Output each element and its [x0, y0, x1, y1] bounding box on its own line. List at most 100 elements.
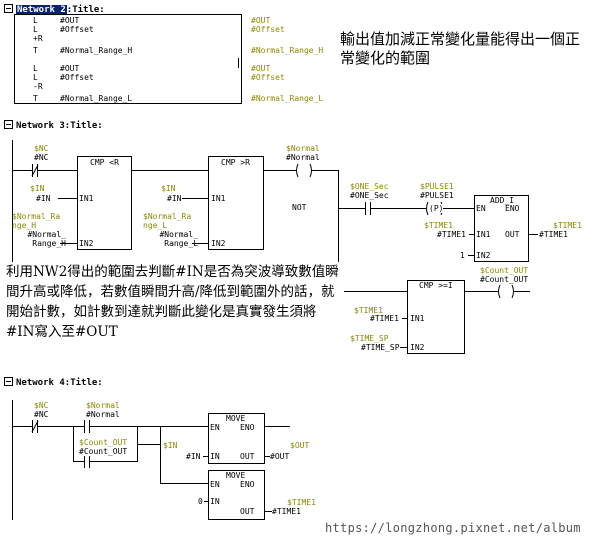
- cmp-lt-box: [77, 156, 132, 250]
- move2-title[interactable]: MOVE: [226, 471, 246, 480]
- normal-coil-label[interactable]: $Normal #Normal: [286, 144, 320, 162]
- cmp-gt-title[interactable]: CMP >R: [221, 158, 250, 167]
- network-4-title: Title:: [70, 378, 103, 388]
- network-4-label: Network 4: [16, 378, 65, 388]
- stl-op: L: [33, 25, 38, 34]
- count-out-symbol: $Count_OUT: [79, 438, 128, 447]
- cmp-gt-in2-address[interactable]: #Normal_ Range_L: [159, 230, 198, 248]
- stl-op: L: [33, 16, 38, 25]
- collapse-icon[interactable]: [4, 4, 13, 13]
- add-i-eno: ENO: [505, 204, 520, 213]
- cmp-gt-in2-pin: IN2: [211, 239, 226, 248]
- stl-symbol: #Offset: [251, 25, 285, 34]
- stl-operand[interactable]: #Offset: [60, 25, 94, 34]
- move1-title[interactable]: MOVE: [226, 414, 246, 423]
- pulse-mark: (P): [429, 204, 444, 213]
- network-2-label: Network 2: [16, 5, 67, 15]
- stl-op: T: [33, 94, 38, 103]
- network-2-header[interactable]: Network 2:Title:: [4, 3, 105, 15]
- pulse-address: #PULSE1: [420, 191, 454, 200]
- pulse-coil-label[interactable]: $PULSE1 #PULSE1: [420, 182, 454, 200]
- nc-contact-label[interactable]: $NC #NC: [34, 144, 48, 162]
- stl-operand[interactable]: #OUT: [60, 16, 80, 25]
- cmp-ge-title[interactable]: CMP >=I: [419, 281, 453, 290]
- collapse-icon[interactable]: [4, 377, 13, 386]
- network-2-annotation: 輸出值加減正常變化量能得出一個正常變化的範圍: [340, 30, 581, 67]
- cmp-ge-in1-pin: IN1: [410, 314, 425, 323]
- add-i-box: [474, 195, 529, 262]
- collapse-icon[interactable]: [4, 120, 13, 129]
- coil-left: [296, 163, 299, 178]
- move2-en: EN: [210, 480, 220, 489]
- normal-address: #Normal: [286, 153, 320, 162]
- move2-eno: ENO: [240, 480, 255, 489]
- nc-address: #NC: [34, 153, 49, 162]
- stl-operand-column: #OUT #Offset #Normal_Range_H #OUT #Offse…: [60, 16, 132, 103]
- nw4-normal-contact-label[interactable]: $Normal #Normal: [86, 401, 120, 419]
- nw4-nc-contact-label[interactable]: $NC #NC: [34, 401, 48, 419]
- move2-out-address[interactable]: #TIME1: [272, 507, 301, 516]
- count-out-coil-label[interactable]: $Count_OUT #Count_OUT: [480, 266, 528, 284]
- move1-eno: ENO: [240, 423, 255, 432]
- stl-op: L: [33, 64, 38, 73]
- add-i-title[interactable]: ADD_I: [490, 196, 515, 205]
- move2-out-symbol: $TIME1: [287, 498, 316, 507]
- network-4-header[interactable]: Network 4:Title:: [4, 376, 103, 388]
- normal-address: #Normal: [86, 410, 120, 419]
- stl-op: L: [33, 73, 38, 82]
- nw4-count-out-contact-label[interactable]: $Count_OUT #Count_OUT: [79, 438, 128, 456]
- count-out-address: #Count_OUT: [79, 447, 128, 456]
- stl-op: T: [33, 46, 38, 55]
- move2-in-pin: IN: [210, 497, 220, 506]
- cmp-gt-in1-symbol: $IN: [161, 184, 176, 193]
- move1-in-symbol: $IN: [163, 441, 178, 450]
- network-3-title: Title:: [70, 121, 103, 131]
- move1-in-address[interactable]: #IN: [186, 452, 201, 461]
- add-i-out-address[interactable]: #TIME1: [539, 230, 568, 239]
- normal-symbol: $Normal: [286, 144, 320, 153]
- add-i-out-symbol: $TIME1: [553, 221, 582, 230]
- stl-symbol: #Normal_Range_H: [251, 46, 324, 55]
- network-3-header[interactable]: Network 3:Title:: [4, 119, 103, 131]
- cmp-ge-in2-address[interactable]: #TIME_SP: [361, 343, 400, 352]
- add-i-in2-const[interactable]: 1: [460, 251, 465, 260]
- stl-symbol: #Normal_Range_L: [251, 94, 324, 103]
- cmp-ge-in1-address[interactable]: #TIME1: [370, 314, 399, 323]
- add-i-in1-pin: IN1: [476, 230, 491, 239]
- move1-in-pin: IN: [210, 452, 220, 461]
- cmp-lt-in1-symbol: $IN: [30, 184, 45, 193]
- stl-symbol: #Offset: [251, 73, 285, 82]
- one-sec-contact-label[interactable]: $ONE_Sec #ONE_Sec: [350, 182, 389, 200]
- count-out-symbol: $Count_OUT: [480, 266, 529, 275]
- stl-operand[interactable]: #Offset: [60, 73, 94, 82]
- cmp-gt-in1-address[interactable]: #IN: [167, 194, 182, 203]
- nc-slash: [31, 164, 39, 177]
- stl-op: +R: [33, 34, 43, 43]
- cmp-gt-box: [208, 156, 264, 250]
- not-contact[interactable]: NOT: [291, 203, 308, 212]
- move1-out-address[interactable]: #OUT: [270, 452, 290, 461]
- add-i-in2-pin: IN2: [476, 251, 491, 260]
- cmp-lt-in1-pin: IN1: [79, 194, 94, 203]
- cmp-ge-in1-symbol: $TIME1: [354, 306, 383, 315]
- one-sec-symbol: $ONE_Sec: [350, 182, 389, 191]
- cmp-lt-in1-address[interactable]: #IN: [36, 194, 51, 203]
- stl-operand[interactable]: #OUT: [60, 64, 80, 73]
- stl-symbol: #OUT: [251, 16, 271, 25]
- stl-operand[interactable]: #Normal_Range_L: [60, 94, 133, 103]
- stl-box: [14, 14, 242, 104]
- move2-in-const[interactable]: 0: [198, 497, 203, 506]
- cmp-lt-title[interactable]: CMP <R: [90, 158, 119, 167]
- add-i-en: EN: [476, 204, 486, 213]
- move1-out-symbol: $OUT: [290, 441, 310, 450]
- nc-symbol: $NC: [34, 401, 49, 410]
- add-i-in1-address[interactable]: #TIME1: [437, 230, 466, 239]
- nc-symbol: $NC: [34, 144, 49, 153]
- count-out-address: #Count_OUT: [480, 275, 529, 284]
- stl-operand[interactable]: #Normal_Range_H: [60, 46, 133, 55]
- stl-op-column: L L +R T L L -R T: [33, 16, 43, 103]
- cmp-lt-in2-address[interactable]: #Normal_ Range_H: [27, 230, 66, 248]
- network-3-annotation: 利用NW2得出的範圍去判斷#IN是否為突波導致數值瞬間升高或降低，若數值瞬間升高…: [6, 262, 344, 342]
- cmp-gt-in1-pin: IN1: [211, 194, 226, 203]
